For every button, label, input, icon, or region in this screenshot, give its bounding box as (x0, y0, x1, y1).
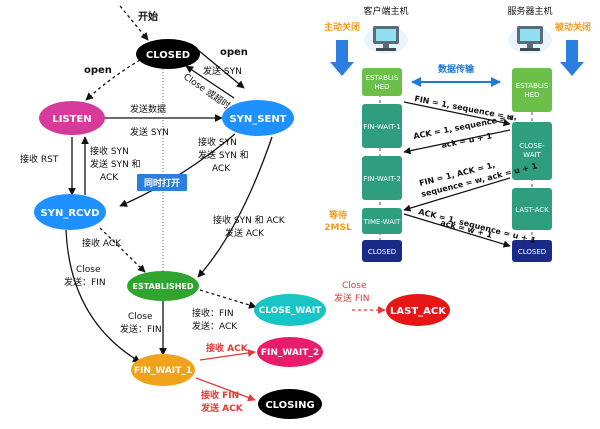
label-recv-syn-2: 发送 SYN 和 (90, 158, 141, 170)
label-recv-ack: 接收 ACK (82, 237, 122, 249)
label-recv-syn-ack-2: 发送 SYN 和 (198, 149, 249, 161)
svg-text:FIN-WAIT-1: FIN-WAIT-1 (363, 123, 401, 131)
svg-text:HED: HED (524, 91, 539, 99)
label-open-left: open (84, 65, 112, 76)
label-fin1-recv-fin-1: 接收 FIN (201, 389, 239, 401)
data-transfer-label: 数据传输 (438, 63, 475, 75)
edge-synrcvd-established (99, 227, 146, 273)
label-recv-syn-ack-3: ACK (212, 164, 231, 174)
edge-synsent-established (197, 136, 273, 278)
svg-text:SYN_SENT: SYN_SENT (229, 114, 286, 125)
svg-text:CLOSED: CLOSED (146, 50, 190, 61)
start-label: 开始 (138, 10, 158, 23)
state-syn-rcvd: SYN_RCVD (34, 194, 106, 230)
label-close-send-fin-1: Close (342, 281, 367, 291)
edge-synsent-closed (185, 65, 235, 99)
label-recv-syn-1: 接收 SYN (90, 145, 129, 157)
label-close-fin-l2: 发送：FIN (64, 276, 106, 288)
label-recv-synack-1: 接收 SYN 和 ACK (213, 214, 286, 226)
wait-2msl-label-1: 等待 (328, 209, 347, 221)
svg-text:CLOSED: CLOSED (518, 248, 546, 256)
server-host-label: 服务器主机 (507, 5, 552, 17)
edge-closed-synsent (197, 49, 245, 89)
edge-finwait1-finwait2 (199, 349, 256, 361)
client-state-fin-wait-2: FIN-WAIT-2 (362, 156, 402, 200)
passive-close-label: 被动关闭 (555, 21, 591, 33)
label-close-fin-m1: Close (128, 312, 153, 322)
state-machine: 开始 open open 发送 SYN Close 或超时 发送数据 发送 SY… (20, 5, 450, 419)
state-syn-sent: SYN_SENT (222, 100, 294, 136)
simultaneous-open-label: 同时打开 (144, 177, 180, 189)
client-computer-icon (364, 26, 408, 54)
svg-text:HED: HED (374, 83, 389, 91)
svg-text:LAST_ACK: LAST_ACK (390, 306, 447, 317)
wait-2msl-label-2: 2MSL (324, 223, 352, 233)
svg-text:ESTABLIS: ESTABLIS (366, 74, 399, 82)
message-fin-1 (403, 101, 511, 127)
server-state-established: ESTABLIS HED (512, 68, 552, 112)
server-state-closed: CLOSED (512, 240, 552, 262)
label-close-send-fin-2: 发送 FIN (334, 292, 369, 304)
label-close-fin-m2: 发送：FIN (120, 323, 162, 335)
client-state-fin-wait-1: FIN-WAIT-1 (362, 104, 402, 148)
edge-established-closewait (199, 289, 257, 309)
state-established: ESTABLISHED (127, 271, 199, 301)
label-close-fin-l1: Close (76, 265, 101, 275)
svg-text:LAST-ACK: LAST-ACK (515, 206, 549, 214)
label-recv-fin-1: 接收：FIN (192, 307, 234, 319)
four-way-handshake: 客户端主机 服务器主机 主动关闭 被动关闭 数据传输 (324, 5, 591, 262)
passive-close-arrow-icon (560, 40, 584, 76)
label-send-data: 发送数据 (130, 103, 166, 115)
client-host-label: 客户端主机 (363, 5, 408, 17)
label-open-right: open (220, 47, 248, 58)
message-ack-2 (403, 129, 511, 155)
svg-text:CLOSE_WAIT: CLOSE_WAIT (259, 306, 323, 316)
svg-text:CLOSING: CLOSING (265, 400, 314, 411)
svg-text:SYN_RCVD: SYN_RCVD (41, 208, 100, 219)
message-fin-ack-3 (403, 177, 511, 212)
svg-text:TIME-WAIT: TIME-WAIT (363, 218, 401, 226)
message-ack-4 (403, 213, 511, 248)
state-closed: CLOSED (136, 39, 200, 69)
edge-closed-listen (85, 59, 141, 101)
state-listen: LISTEN (39, 101, 105, 135)
server-computer-icon (508, 26, 552, 54)
state-fin-wait-1: FIN_WAIT_1 (131, 354, 195, 386)
svg-text:ESTABLISHED: ESTABLISHED (133, 282, 194, 291)
label-send-syn-mid: 发送 SYN (130, 126, 169, 138)
label-recv-synack-2: 发送 ACK (225, 227, 265, 239)
edge-synrcvd-finwait1 (65, 229, 141, 363)
label-recv-fin-2: 发送：ACK (192, 320, 238, 332)
svg-text:CLOSED: CLOSED (368, 248, 396, 256)
svg-text:LISTEN: LISTEN (52, 114, 91, 125)
client-state-established: ESTABLIS HED (362, 68, 402, 96)
svg-text:FIN_WAIT_2: FIN_WAIT_2 (261, 348, 319, 358)
label-recv-syn-3: ACK (100, 173, 119, 183)
start-arrow (119, 5, 149, 41)
svg-text:WAIT: WAIT (523, 151, 541, 159)
client-state-time-wait: TIME-WAIT (362, 208, 402, 234)
svg-text:CLOSE-: CLOSE- (519, 142, 545, 150)
label-recv-syn-ack-1: 接收 SYN (198, 136, 237, 148)
active-close-arrow-icon (330, 40, 354, 76)
server-state-close-wait: CLOSE- WAIT (512, 122, 552, 180)
state-close-wait: CLOSE_WAIT (254, 294, 326, 326)
active-close-label: 主动关闭 (324, 21, 360, 33)
client-state-closed: CLOSED (362, 240, 402, 262)
state-closing: CLOSING (258, 389, 322, 419)
svg-text:FIN-WAIT-2: FIN-WAIT-2 (363, 175, 401, 183)
state-fin-wait-2: FIN_WAIT_2 (257, 337, 323, 367)
label-fin1-recv-ack: 接收 ACK (206, 342, 249, 354)
simultaneous-open-box: 同时打开 (137, 174, 187, 191)
server-state-last-ack: LAST-ACK (512, 188, 552, 230)
svg-text:ESTABLIS: ESTABLIS (516, 82, 549, 90)
edge-finwait1-closing (195, 377, 256, 402)
svg-text:FIN_WAIT_1: FIN_WAIT_1 (134, 366, 192, 376)
state-last-ack: LAST_ACK (386, 294, 450, 326)
label-fin1-recv-fin-2: 发送 ACK (200, 402, 244, 414)
label-send-syn-top: 发送 SYN (203, 65, 242, 77)
label-recv-rst: 接收 RST (20, 153, 59, 165)
